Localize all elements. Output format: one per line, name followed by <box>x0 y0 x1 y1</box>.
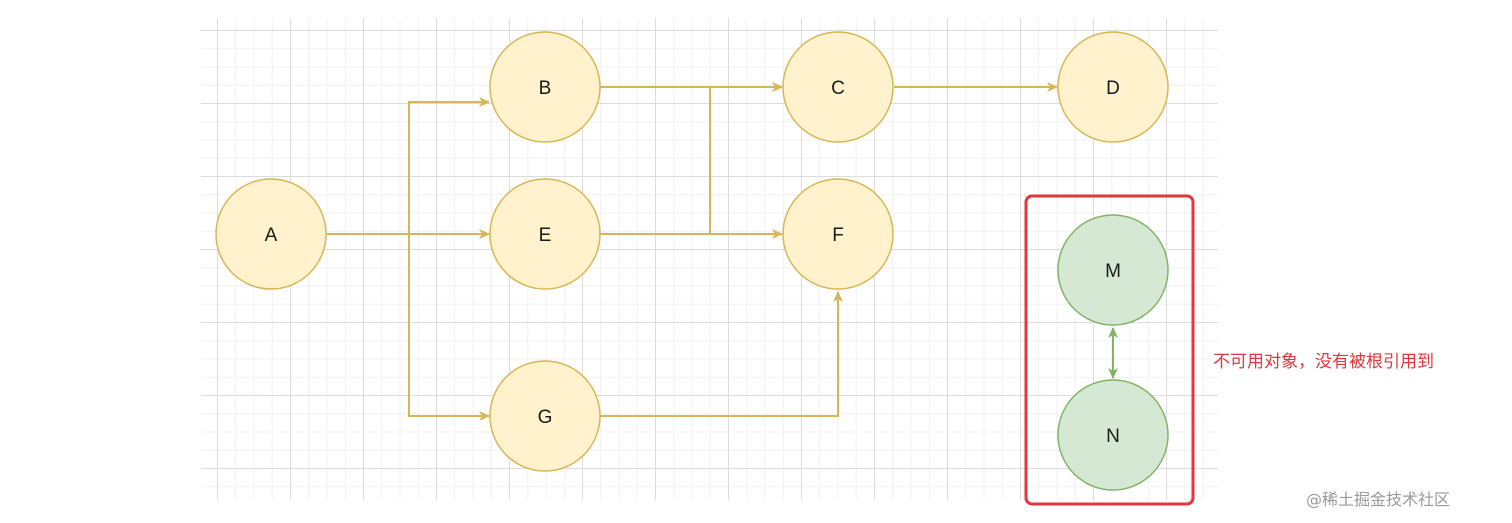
unreachable-annotation: 不可用对象，没有被根引用到 <box>1213 352 1434 372</box>
unreachable-highlight-box <box>1024 194 1195 506</box>
edge-a-g <box>327 233 490 421</box>
node-d-label: D <box>1106 78 1120 99</box>
node-m: M <box>1057 214 1169 326</box>
node-d: D <box>1057 31 1169 143</box>
edge-g-f <box>600 291 843 417</box>
node-f-label: F <box>832 225 844 246</box>
watermark: @稀土掘金技术社区 <box>1306 490 1451 509</box>
node-b: B <box>489 31 601 143</box>
node-m-label: M <box>1105 261 1121 282</box>
node-g: G <box>489 360 601 472</box>
edge-a-b <box>327 97 490 235</box>
node-n: N <box>1057 379 1169 491</box>
node-e: E <box>489 178 601 290</box>
node-a: A <box>215 178 327 290</box>
node-b-label: B <box>539 78 552 99</box>
node-e-label: E <box>539 225 552 246</box>
node-c: C <box>782 31 894 143</box>
node-a-label: A <box>265 225 278 246</box>
node-c-label: C <box>831 78 845 99</box>
node-g-label: G <box>538 407 553 428</box>
node-n-label: N <box>1106 426 1120 447</box>
edge-e-c <box>600 82 783 235</box>
node-f: F <box>782 178 894 290</box>
